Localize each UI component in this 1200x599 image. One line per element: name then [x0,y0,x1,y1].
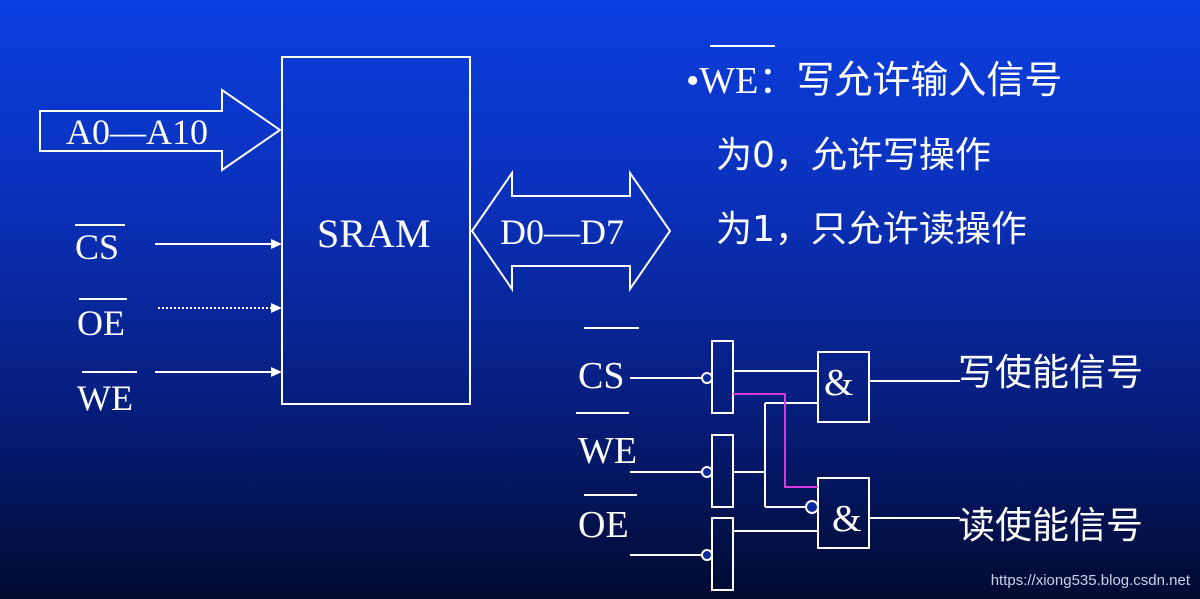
we-note: •WE：写允许输入信号 [686,61,1062,100]
cs-to-read-gate-wire [733,393,818,488]
we-input-line [155,367,282,377]
we-note-desc: ：写允许输入信号 [758,58,1063,102]
logic-we-label: WE [578,430,638,472]
oe-inversion-bubble [701,549,713,561]
sram-label: SRAM [317,211,431,256]
oe-buffer [711,517,734,591]
we-buffer [711,434,734,508]
we-note-prefix: •WE [686,60,759,102]
logic-oe-label: OE [578,504,629,546]
cs-inversion-bubble [701,372,713,384]
read-gate-inversion-bubble [805,500,819,514]
write-and-gate [817,351,870,423]
we-note-overline [710,45,775,47]
oe-input-line [158,303,282,313]
read-gate-symbol: & [832,498,862,540]
cs-buffer [711,340,734,414]
logic-we-overline [576,412,629,414]
we-inversion-bubble [701,466,713,478]
we-overline [82,371,137,373]
we-note-line1: 为1，只允许读操作 [716,209,1027,250]
cs-overline [75,224,125,226]
watermark: https://xiong535.blog.csdn.net [990,572,1190,589]
read-and-gate [817,477,870,549]
cs-label: CS [75,227,120,267]
we-note-line0: 为0，允许写操作 [716,135,991,176]
write-enable-label: 写使能信号 [958,351,1143,394]
write-gate-symbol: & [824,362,854,404]
data-bus-label: D0—D7 [500,212,624,252]
logic-cs-label: CS [578,355,625,397]
address-bus-arrow [39,88,282,172]
logic-oe-overline [584,494,637,496]
read-enable-label: 读使能信号 [958,504,1143,547]
we-label: WE [77,378,133,418]
data-bus-arrow [470,169,672,293]
cs-input-line [155,239,282,249]
sram-chip-box [281,56,471,405]
oe-label: OE [77,303,125,343]
oe-overline [79,298,127,300]
address-bus-label: A0—A10 [66,112,208,152]
logic-cs-overline [584,327,639,329]
